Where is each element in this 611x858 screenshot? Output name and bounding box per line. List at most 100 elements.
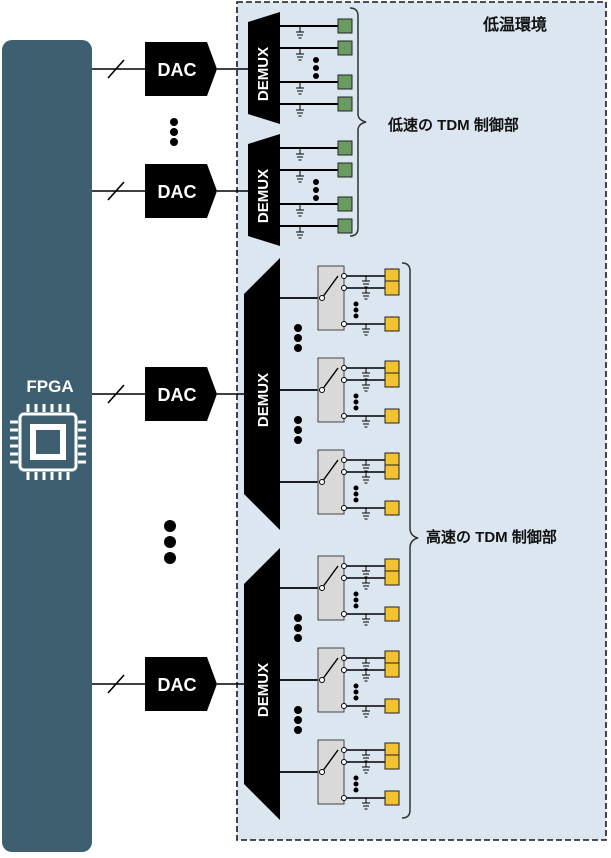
qubit <box>384 280 400 296</box>
ground-icon <box>362 618 370 626</box>
qubit <box>337 40 353 56</box>
qubit <box>384 500 400 516</box>
qubit <box>384 790 400 806</box>
qubit <box>384 606 400 622</box>
demux-label: DEMUX <box>255 47 272 101</box>
qubit <box>337 74 353 90</box>
ground-icon <box>296 153 304 161</box>
low-speed-label: 低速の TDM 制御部 <box>387 116 519 134</box>
dac-block <box>145 367 217 421</box>
demux-block <box>244 548 280 820</box>
ground-icon <box>362 384 370 392</box>
unit-dots <box>294 706 302 734</box>
ground-icon <box>296 87 304 95</box>
switch-arm <box>321 367 339 391</box>
demux-block <box>244 258 280 530</box>
ground-icon <box>362 464 370 472</box>
bus-slash <box>107 181 125 201</box>
continuation-dots-upper <box>170 118 178 146</box>
ground-icon <box>362 280 370 288</box>
ground-icon <box>296 175 304 183</box>
demux-block <box>248 134 280 246</box>
fpga-label: FPGA <box>26 377 73 396</box>
ground-icon <box>296 109 304 117</box>
ground-icon <box>296 31 304 39</box>
unit-dots <box>294 324 302 352</box>
demux-label: DEMUX <box>255 663 272 717</box>
output-dots <box>313 57 319 79</box>
ground-icon <box>362 292 370 300</box>
bus-slash <box>107 384 125 404</box>
ground-icon <box>362 328 370 336</box>
bus-slash <box>107 674 125 694</box>
qubit <box>384 372 400 388</box>
bus-slash <box>107 59 125 79</box>
dac-4: DAC <box>92 657 217 711</box>
dac-label: DAC <box>158 182 197 202</box>
ground-icon <box>362 674 370 682</box>
switch-arm <box>321 565 339 589</box>
dac-1: DAC <box>92 42 217 96</box>
dac-block <box>145 657 217 711</box>
dac-2: DAC <box>92 164 217 218</box>
brace-high-speed <box>401 262 419 819</box>
continuation-dots-lower <box>164 520 176 564</box>
qubit <box>337 18 353 34</box>
ground-icon <box>362 372 370 380</box>
dac-label: DAC <box>158 675 197 695</box>
switch-arm <box>321 459 339 483</box>
qubit <box>384 316 400 332</box>
switch-arm <box>321 657 339 681</box>
qubit <box>337 140 353 156</box>
cryogenic-region-label: 低温環境 <box>482 15 547 34</box>
high-demux-group-1: DEMUX <box>217 258 400 530</box>
output-dots <box>353 683 359 701</box>
qubit <box>337 196 353 212</box>
output-dots <box>353 393 359 411</box>
ground-icon <box>362 512 370 520</box>
high-demux-group-2: DEMUX <box>217 548 400 820</box>
dac-block <box>145 42 217 96</box>
ground-icon <box>362 570 370 578</box>
ground-icon <box>296 53 304 61</box>
output-dots <box>353 591 359 609</box>
dac-block <box>145 164 217 218</box>
ground-icon <box>362 754 370 762</box>
unit-dots <box>294 416 302 444</box>
qubit <box>384 464 400 480</box>
unit-dots <box>294 614 302 642</box>
brace-low-speed <box>349 7 367 237</box>
qubit <box>384 570 400 586</box>
qubit <box>337 96 353 112</box>
ground-icon <box>362 710 370 718</box>
ground-icon <box>362 420 370 428</box>
output-dots <box>353 301 359 319</box>
qubit <box>337 162 353 178</box>
ground-icon <box>362 802 370 810</box>
ground-icon <box>362 766 370 774</box>
ground-icon <box>296 209 304 217</box>
dac-label: DAC <box>158 385 197 405</box>
dac-label: DAC <box>158 60 197 80</box>
output-dots <box>313 179 319 201</box>
low-demux-group-1: DEMUX <box>217 12 353 124</box>
low-demux-group-2: DEMUX <box>217 134 353 246</box>
dac-3: DAC <box>92 367 217 421</box>
demux-block <box>248 12 280 124</box>
ground-icon <box>296 231 304 239</box>
ground-icon <box>362 582 370 590</box>
qubit <box>384 754 400 770</box>
qubit <box>384 408 400 424</box>
switch-arm <box>321 749 339 773</box>
demux-label: DEMUX <box>255 373 272 427</box>
qubit <box>384 698 400 714</box>
switch-arm <box>321 275 339 299</box>
ground-icon <box>362 476 370 484</box>
chip-icon <box>10 404 86 480</box>
output-dots <box>353 485 359 503</box>
demux-label: DEMUX <box>255 169 272 223</box>
high-speed-label: 高速の TDM 制御部 <box>426 528 557 546</box>
qubit <box>384 662 400 678</box>
qubit <box>337 218 353 234</box>
